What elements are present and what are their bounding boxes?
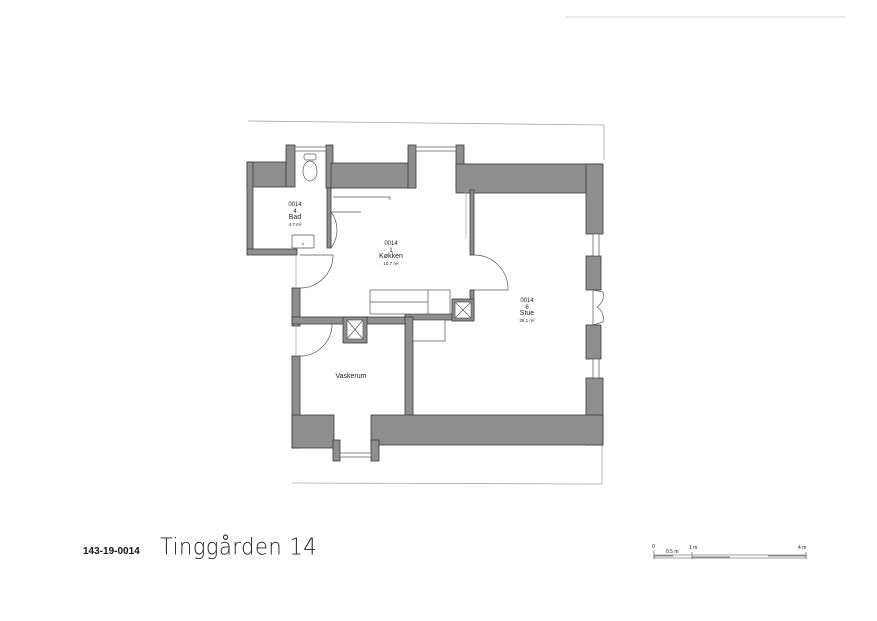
- handwritten-address: Tinggården 14: [160, 533, 318, 561]
- wall-bad-bottom: [246, 248, 298, 256]
- appliance-box: [412, 319, 446, 342]
- sink-icon: [291, 234, 315, 249]
- scale-label-4m: 4 m: [798, 545, 807, 551]
- room-number: 1: [389, 247, 393, 254]
- room-name: Vaskerum: [335, 373, 367, 380]
- wall-bottom-stue: [370, 414, 604, 446]
- wall-right-3: [585, 324, 602, 360]
- property-id: 143-19-0014: [83, 546, 140, 557]
- room-label-bad: 0014 4 Bad 4.7 m²: [280, 202, 310, 228]
- walls: [246, 144, 604, 462]
- room-name: Køkken: [379, 253, 403, 260]
- room-number: 4: [293, 208, 297, 215]
- room-number: 6: [525, 304, 529, 311]
- wall-right-2: [585, 255, 602, 291]
- wall-bottom-left: [291, 414, 335, 449]
- room-area: 10.7 m²: [383, 260, 399, 266]
- room-area: 4.7 m²: [288, 221, 302, 227]
- wall-top-stue: [455, 163, 603, 194]
- room-area: 28.1 m²: [519, 317, 535, 323]
- frame-bottom-line: [291, 482, 603, 485]
- wall-top-middle: [330, 162, 416, 189]
- wall-bad-topleft: [246, 161, 287, 188]
- room-unit: 0014: [520, 298, 534, 304]
- windows: [294, 146, 600, 458]
- room-unit: 0014: [288, 202, 302, 208]
- room-unit: 0014: [384, 241, 398, 247]
- wall-bad-left: [246, 161, 254, 255]
- room-label-stue: 0014 6 Stue 28.1 m²: [511, 298, 543, 324]
- wall-kitchen-window-jamb-left: [407, 144, 417, 189]
- toilet-icon: [302, 160, 318, 182]
- fixtures: [291, 153, 451, 342]
- room-label-kokken: 0014 1 Køkken 10.7 m²: [375, 241, 407, 267]
- wall-vaskerum-right: [404, 316, 414, 420]
- wall-partition-kitchen-stue: [469, 189, 475, 256]
- wall-vaskerum-window-jamb-left: [332, 439, 341, 462]
- scale-label-half-m: 0.5 m: [666, 549, 679, 555]
- doors: [295, 190, 604, 357]
- wall-bad-top-jamb-left: [285, 144, 296, 188]
- wall-right-1: [585, 163, 604, 235]
- room-name: Bad: [288, 214, 302, 221]
- wall-vaskerum-window-jamb-right: [370, 439, 380, 462]
- room-label-vaskerum: Vaskerum: [333, 373, 369, 381]
- frame-top-line: [247, 120, 605, 126]
- scale-label-1m: 1 m: [689, 545, 698, 551]
- wall-bad-right: [326, 187, 332, 249]
- scale-bar: [653, 550, 807, 559]
- room-name: Stue: [519, 310, 535, 317]
- scale-label-0: 0: [652, 544, 655, 550]
